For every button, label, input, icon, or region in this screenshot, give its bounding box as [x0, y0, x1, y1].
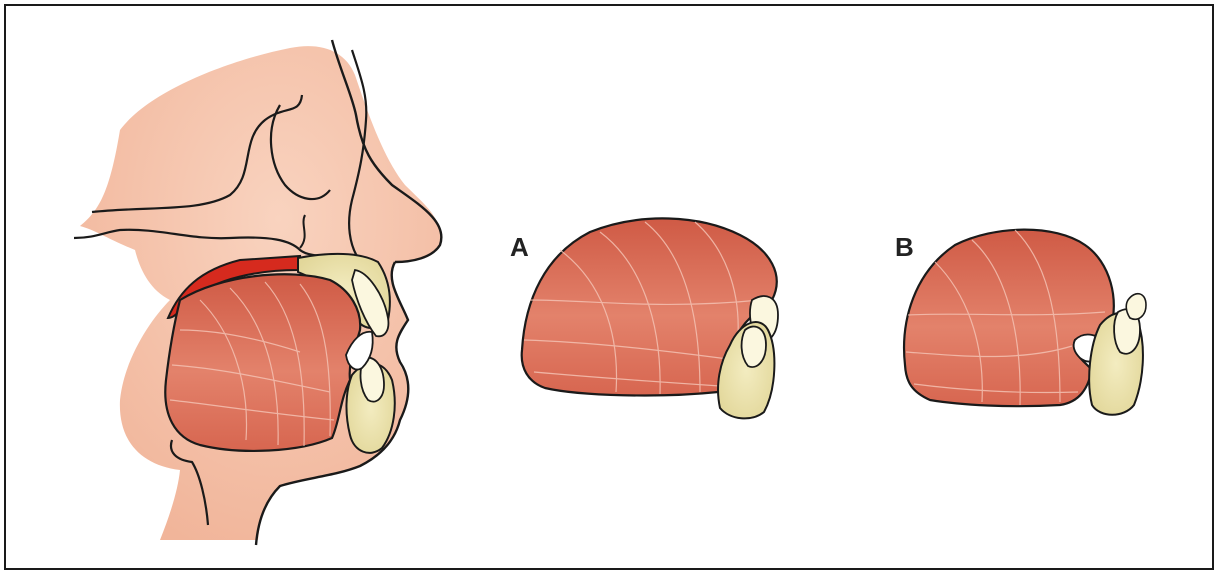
panel-a-label: A — [510, 232, 529, 262]
panel-b-illustration — [904, 230, 1146, 415]
tongue-main — [165, 274, 360, 451]
panel-a-illustration — [522, 218, 778, 418]
panel-a-lower-incisor — [742, 326, 766, 367]
panel-b-upper-incisor-tip — [1126, 294, 1146, 320]
panel-b-tongue — [904, 230, 1114, 407]
head-profile — [74, 40, 441, 545]
panel-b-label: B — [895, 232, 914, 262]
